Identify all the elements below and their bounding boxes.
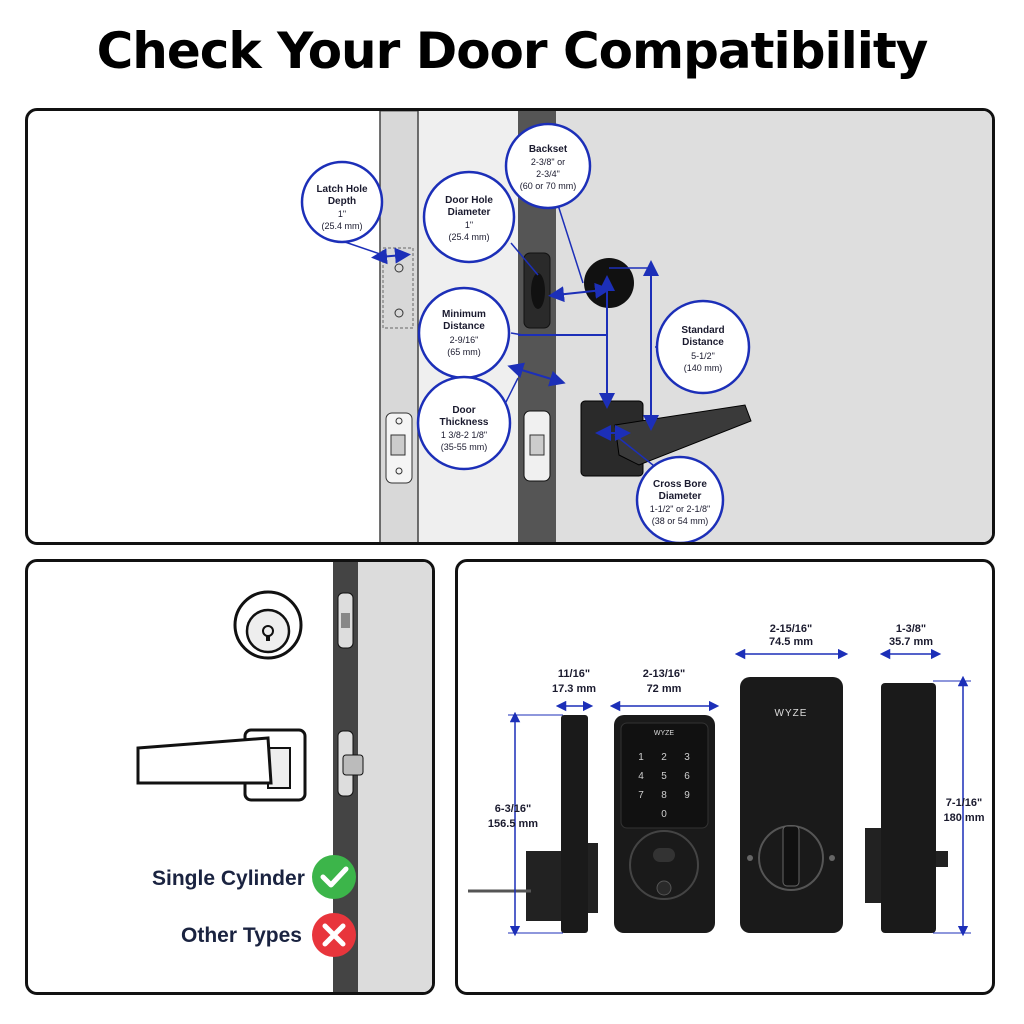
keypad-key: 6 xyxy=(684,771,690,782)
check-icon xyxy=(312,855,356,899)
callout-value: 1-1/2" or 2-1/8" xyxy=(650,504,710,514)
callout-value: 2-9/16" xyxy=(450,335,479,345)
callout-standard-distance: Standard Distance 5-1/2" (140 mm) xyxy=(655,299,751,395)
callout-value: (35-55 mm) xyxy=(441,442,488,452)
lock-right-side-view xyxy=(865,683,948,933)
callout-title: Door Hole xyxy=(445,195,493,206)
callout-title: Depth xyxy=(328,196,356,207)
callout-title: Distance xyxy=(443,321,485,332)
dim-front-width-mm: 72 mm xyxy=(647,683,682,695)
callout-title: Minimum xyxy=(442,309,486,320)
callout-title: Door xyxy=(452,405,475,416)
keypad-key: 5 xyxy=(661,771,667,782)
callout-title: Latch Hole xyxy=(316,184,368,195)
lock-type-panel: Single Cylinder Other Types xyxy=(25,559,435,995)
lock-type-diagram: Single Cylinder Other Types xyxy=(136,562,432,992)
dim-side-depth-mm: 17.3 mm xyxy=(552,683,596,695)
dim-back-height-in: 7-1/16" xyxy=(946,797,982,809)
lever-handle xyxy=(136,728,307,802)
callout-backset: Backset 2-3/8" or 2-3/4" (60 or 70 mm) xyxy=(504,122,592,210)
dim-back-depth-mm: 35.7 mm xyxy=(889,636,933,648)
dim-back-width-in: 2-15/16" xyxy=(770,623,813,635)
callout-value: 1 3/8-2 1/8" xyxy=(441,430,487,440)
brand-label-back: WYZE xyxy=(775,708,808,719)
door-face xyxy=(556,111,992,542)
dim-front-width-in: 2-13/16" xyxy=(643,668,686,680)
callout-minimum-distance: Minimum Distance 2-9/16" (65 mm) xyxy=(417,286,511,380)
keypad-key: 1 xyxy=(638,752,644,763)
keypad-key: 8 xyxy=(661,790,667,801)
callout-title: Backset xyxy=(529,144,568,155)
callout-latch-hole-depth: Latch Hole Depth 1" (25.4 mm) xyxy=(300,160,384,244)
dim-front-height-in: 6-3/16" xyxy=(495,803,531,815)
door-frame xyxy=(358,562,432,992)
dim-side-depth-in: 11/16" xyxy=(558,668,590,680)
callout-value: 5-1/2" xyxy=(691,351,715,361)
callout-value: (25.4 mm) xyxy=(448,232,489,242)
callout-door-thickness: Door Thickness 1 3/8-2 1/8" (35-55 mm) xyxy=(416,375,512,471)
lock-front-keypad: WYZE 1 2 3 4 5 6 7 8 9 0 xyxy=(614,715,715,933)
keypad-digits: 1 2 3 4 5 6 7 8 9 0 xyxy=(638,752,690,820)
dim-back-depth-in: 1-3/8" xyxy=(896,623,926,635)
keypad-key: 4 xyxy=(638,771,644,782)
lock-back-view: WYZE xyxy=(740,677,843,933)
callout-value: 2-3/8" or xyxy=(531,157,565,167)
page-title: Check Your Door Compatibility xyxy=(96,22,929,80)
dim-front-height-mm: 156.5 mm xyxy=(488,818,538,830)
door-measurements-panel: Latch Hole Depth 1" (25.4 mm) Door Hole … xyxy=(25,108,995,545)
keypad-key: 9 xyxy=(684,790,690,801)
cross-bore-hole xyxy=(584,258,634,308)
lock-dimensions-panel: WYZE 1 2 3 4 5 6 7 8 9 0 WYZE 11/16" 17.3 mm 2-13… xyxy=(455,559,995,995)
callout-title: Diameter xyxy=(659,491,702,502)
callout-value: 1" xyxy=(465,220,473,230)
callout-value: 2-3/4" xyxy=(536,169,560,179)
keypad-key: 0 xyxy=(661,809,667,820)
brand-label-front: WYZE xyxy=(654,730,675,737)
callout-title: Distance xyxy=(682,337,724,348)
callout-title: Cross Bore xyxy=(653,479,707,490)
callout-title: Thickness xyxy=(440,417,489,428)
callout-value: (140 mm) xyxy=(684,363,723,373)
keypad-key: 7 xyxy=(638,790,644,801)
lock-side-view xyxy=(468,715,598,933)
callout-value: 1" xyxy=(338,209,346,219)
deadbolt-cylinder xyxy=(233,590,303,660)
callout-value: (65 mm) xyxy=(447,347,481,357)
callout-title: Diameter xyxy=(448,207,491,218)
dim-back-height-mm: 180 mm xyxy=(944,812,985,824)
callout-door-hole-diameter: Door Hole Diameter 1" (25.4 mm) xyxy=(422,170,516,264)
close-icon xyxy=(312,913,356,957)
keypad-key: 2 xyxy=(661,752,667,763)
callout-value: (25.4 mm) xyxy=(321,221,362,231)
callout-value: (38 or 54 mm) xyxy=(652,516,709,526)
other-types-label: Other Types xyxy=(181,924,302,947)
callout-title: Standard xyxy=(681,325,724,336)
door-measurements-diagram: Latch Hole Depth 1" (25.4 mm) Door Hole … xyxy=(300,111,992,542)
dim-back-width-mm: 74.5 mm xyxy=(769,636,813,648)
callout-cross-bore-diameter: Cross Bore Diameter 1-1/2" or 2-1/8" (38… xyxy=(635,455,725,542)
lock-dimensions-diagram: WYZE 1 2 3 4 5 6 7 8 9 0 WYZE 11/16" 17.3 mm 2-13… xyxy=(468,623,985,937)
keypad-key: 3 xyxy=(684,752,690,763)
single-cylinder-label: Single Cylinder xyxy=(152,867,305,890)
callout-value: (60 or 70 mm) xyxy=(520,181,577,191)
